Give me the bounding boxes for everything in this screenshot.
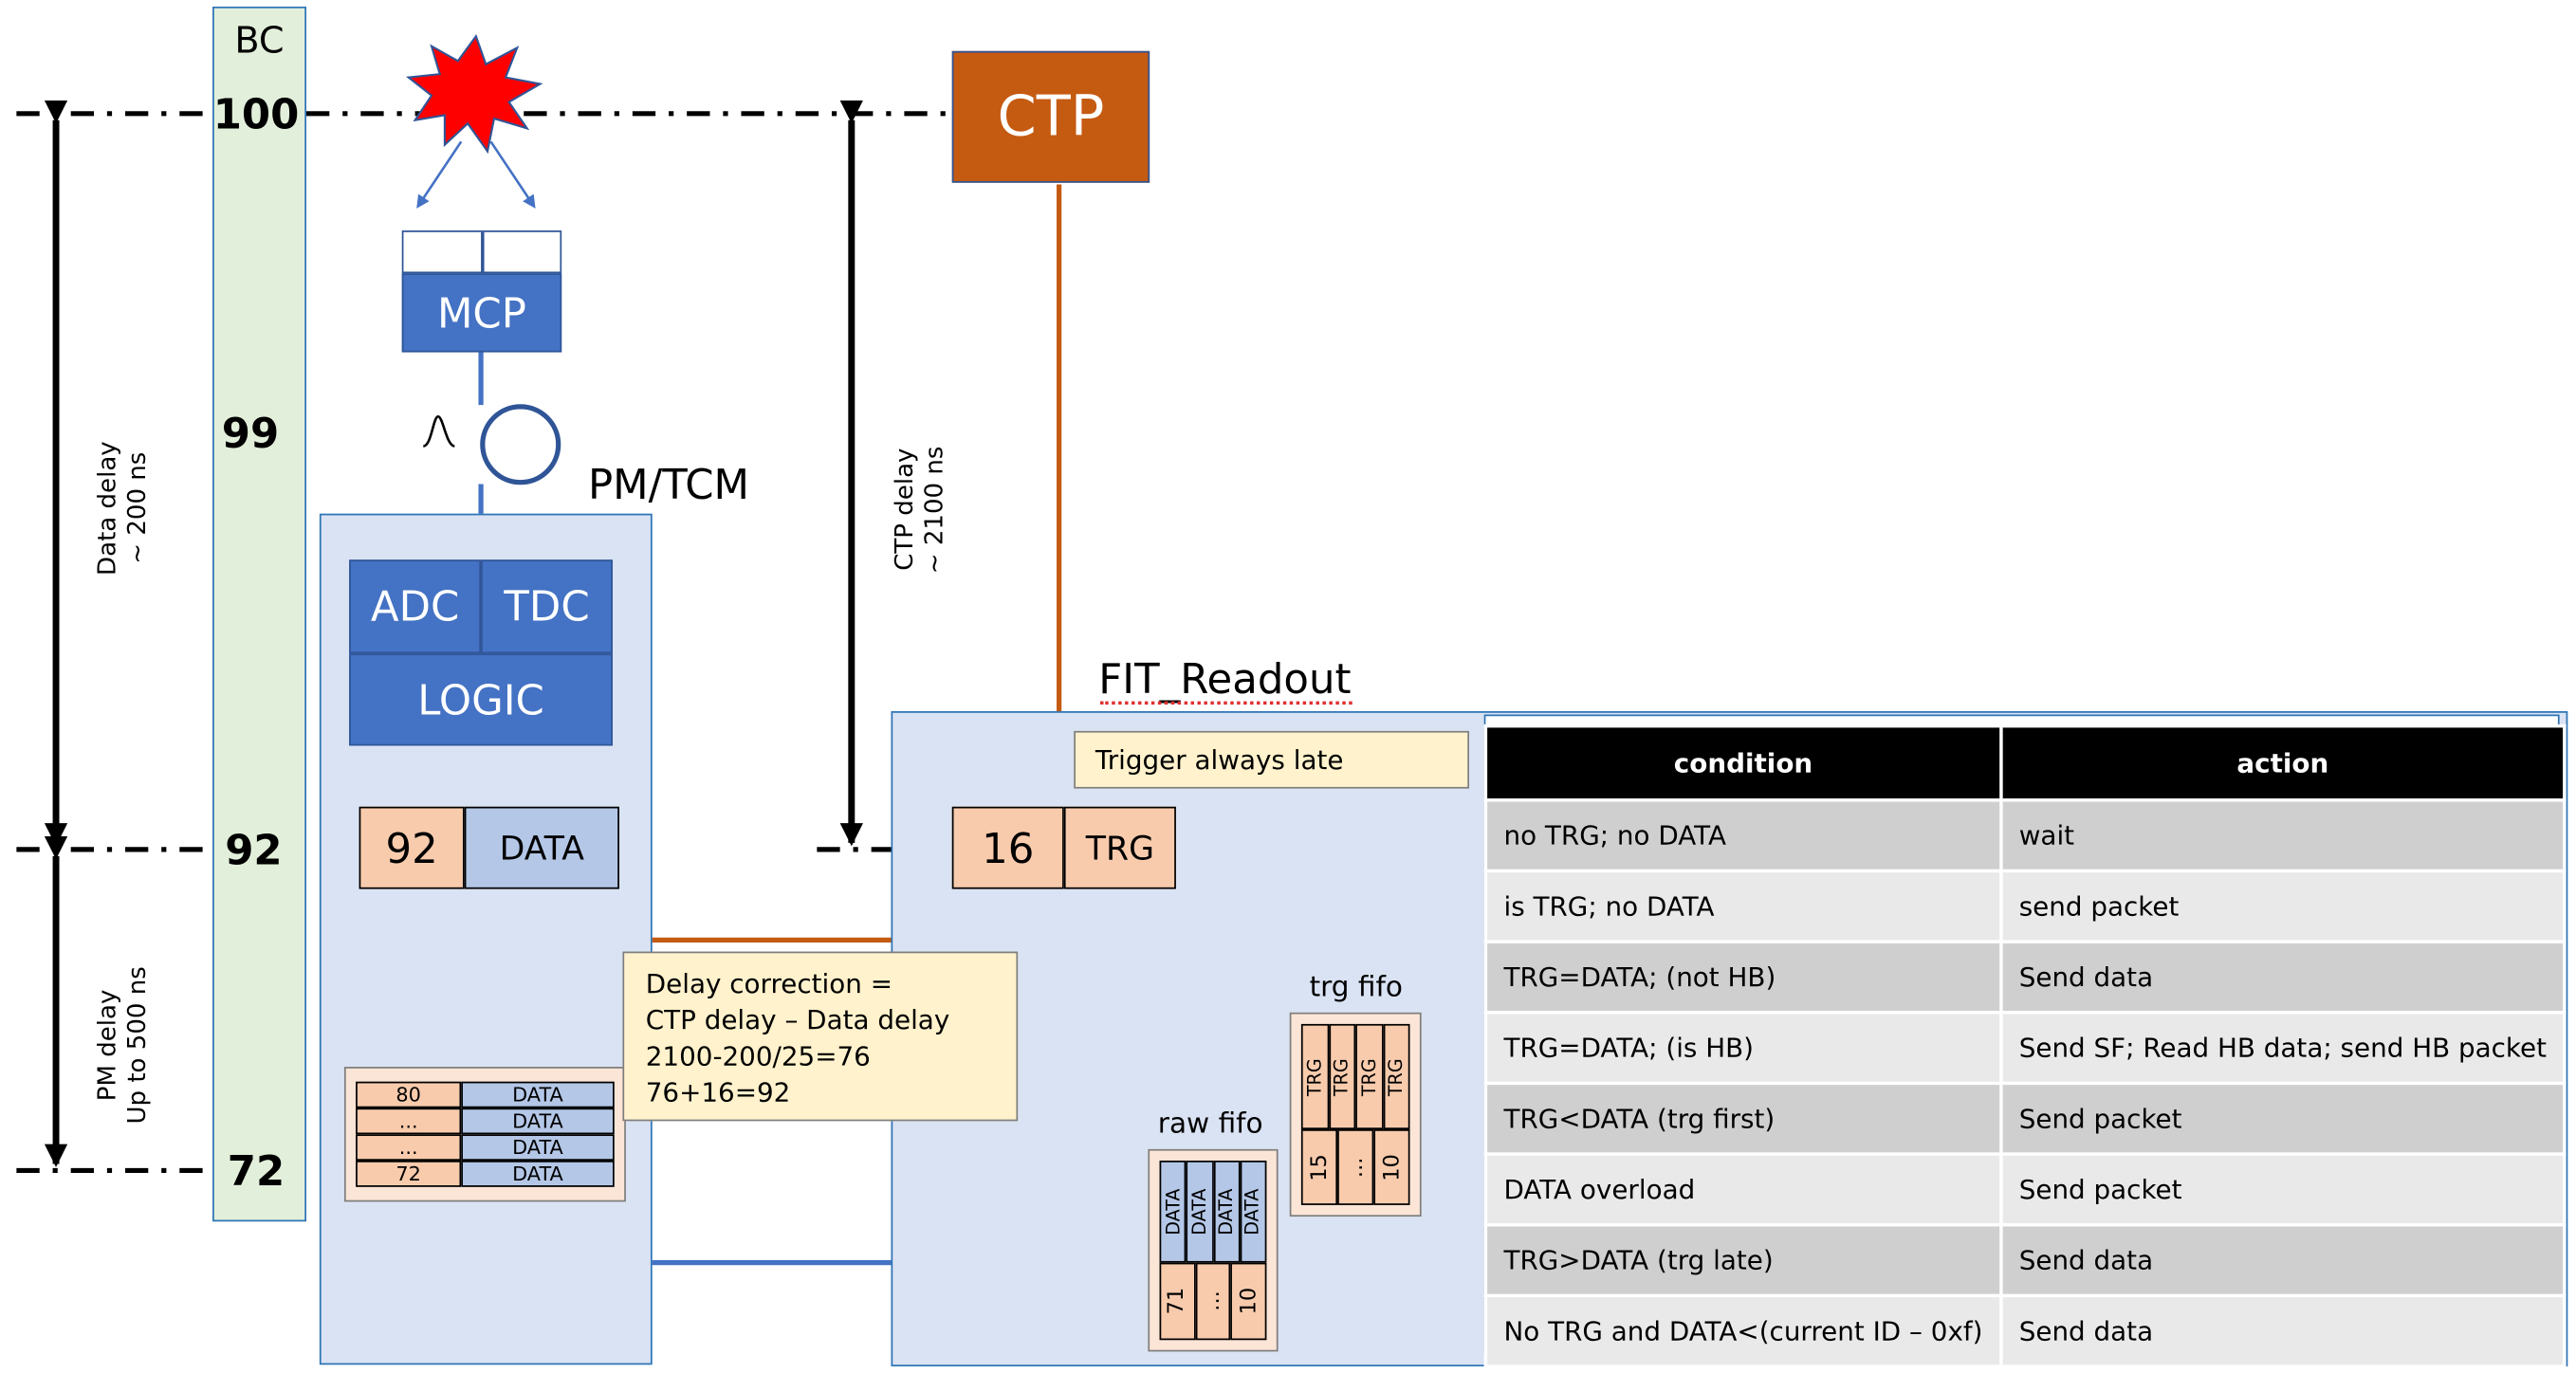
- trg-bc-value: 16: [951, 806, 1064, 889]
- trigger-note: Trigger always late: [1074, 730, 1470, 789]
- tdc-box: TDC: [481, 559, 614, 654]
- condition-cell: No TRG and DATA<(current ID – 0xf): [1483, 1293, 2003, 1368]
- condition-cell: is TRG; no DATA: [1483, 869, 2003, 943]
- bc-title: BC: [234, 20, 285, 63]
- bc-100: 100: [212, 89, 300, 137]
- pm-data-cell: DATA: [464, 806, 619, 889]
- trg-slot: TRG: [1331, 1057, 1353, 1096]
- delay-note-line: CTP delay – Data delay: [645, 1004, 950, 1036]
- adc-box: ADC: [349, 559, 482, 654]
- pm-bc-value: 92: [359, 806, 465, 889]
- pm-delay-label: PM delay Up to 500 ns: [92, 966, 152, 1125]
- table-row: TRG=DATA; (is HB)Send SF; Read HB data; …: [1483, 1011, 2567, 1086]
- pmt-circle-icon: [480, 404, 561, 485]
- action-cell: Send data: [1998, 1222, 2567, 1298]
- mcp-top-segment: [401, 230, 562, 274]
- buffer-id: 72: [356, 1161, 462, 1187]
- buffer-data: DATA: [461, 1161, 615, 1187]
- table-row: TRG<DATA (trg first)Send packet: [1483, 1081, 2567, 1156]
- buffer-data: DATA: [461, 1134, 615, 1162]
- action-cell: send packet: [1998, 869, 2567, 943]
- header-condition: condition: [1483, 723, 2003, 802]
- table-header-row: condition action: [1483, 723, 2567, 802]
- bc-99: 99: [221, 409, 280, 457]
- ctp-delay-label: CTP delay ~ 2100 ns: [889, 446, 949, 575]
- raw-fifo-bottom: 71 ... 10: [1159, 1262, 1267, 1341]
- raw-slot: DATA: [1242, 1188, 1264, 1236]
- ray-right: [489, 140, 536, 209]
- condition-cell: TRG<DATA (trg first): [1483, 1081, 2003, 1156]
- table-row: TRG=DATA; (not HB)Send data: [1483, 940, 2567, 1015]
- buffer-id: ...: [356, 1108, 462, 1135]
- spellcheck-underline: [1100, 701, 1352, 705]
- condition-cell: no TRG; no DATA: [1483, 798, 2003, 873]
- buffer-data: DATA: [461, 1081, 615, 1108]
- trg-id: 10: [1379, 1153, 1405, 1181]
- raw-id: 10: [1236, 1288, 1261, 1315]
- delay-note-line: Delay correction =: [645, 967, 892, 999]
- trg-slot: TRG: [1385, 1057, 1408, 1096]
- condition-cell: TRG=DATA; (not HB): [1483, 940, 2003, 1015]
- buffer-id: ...: [356, 1134, 462, 1162]
- pulse-icon: [422, 414, 455, 448]
- ray-left: [416, 140, 463, 209]
- trg-fifo-bottom: 15 ... 10: [1300, 1129, 1410, 1205]
- trg-slot: TRG: [1358, 1057, 1380, 1096]
- action-cell: Send data: [1998, 1293, 2567, 1368]
- header-action: action: [1998, 723, 2567, 802]
- raw-fifo-top: DATA DATA DATA DATA: [1159, 1161, 1267, 1263]
- action-cell: Send packet: [1998, 1081, 2567, 1156]
- buffer-row: ... DATA: [356, 1108, 615, 1135]
- action-cell: Send packet: [1998, 1152, 2567, 1227]
- trg-cell: TRG: [1063, 806, 1176, 889]
- mcp-divider: [481, 231, 484, 272]
- pm-buffer: 80 DATA ... DATA ... DATA 72 DATA: [343, 1067, 626, 1202]
- trg-fifo: TRG TRG TRG TRG 15 ... 10: [1289, 1012, 1422, 1217]
- raw-fifo-title: raw fifo: [1157, 1108, 1263, 1142]
- buffer-row: 80 DATA: [356, 1081, 615, 1108]
- bc-column: [212, 6, 307, 1222]
- condition-cell: DATA overload: [1483, 1152, 2003, 1227]
- trg-fifo-title: trg fifo: [1309, 971, 1403, 1005]
- explosion-icon: [406, 33, 543, 155]
- table-row: TRG>DATA (trg late)Send data: [1483, 1222, 2567, 1298]
- pm-title: PM/TCM: [587, 461, 749, 509]
- bc-72: 72: [227, 1146, 285, 1195]
- raw-id: ...: [1200, 1291, 1226, 1312]
- trg-id: 15: [1306, 1153, 1333, 1181]
- readout-title: FIT_Readout: [1098, 655, 1352, 704]
- bc-92: 92: [225, 825, 283, 874]
- condition-cell: TRG>DATA (trg late): [1483, 1222, 2003, 1298]
- trg-id: ...: [1343, 1157, 1369, 1178]
- condition-cell: TRG=DATA; (is HB): [1483, 1011, 2003, 1086]
- action-cell: wait: [1998, 798, 2567, 873]
- buffer-row: ... DATA: [356, 1134, 615, 1162]
- buffer-row: 72 DATA: [356, 1161, 615, 1187]
- raw-id: 71: [1165, 1288, 1190, 1315]
- raw-slot: DATA: [1188, 1188, 1211, 1236]
- delay-correction-note: Delay correction = CTP delay – Data dela…: [622, 951, 1019, 1122]
- action-cell: Send SF; Read HB data; send HB packet: [1998, 1011, 2567, 1086]
- raw-fifo: DATA DATA DATA DATA 71 ... 10: [1148, 1148, 1279, 1352]
- raw-slot: DATA: [1162, 1188, 1184, 1236]
- table-row: No TRG and DATA<(current ID – 0xf)Send d…: [1483, 1293, 2567, 1368]
- raw-slot: DATA: [1215, 1188, 1238, 1236]
- data-delay-label: Data delay ~ 200 ns: [92, 441, 152, 577]
- delay-note-line: 76+16=92: [645, 1076, 791, 1108]
- trg-fifo-top: TRG TRG TRG TRG: [1300, 1023, 1410, 1130]
- delay-note-line: 2100-200/25=76: [645, 1040, 871, 1072]
- trg-slot: TRG: [1303, 1057, 1326, 1096]
- logic-box: LOGIC: [349, 653, 614, 746]
- mcp-box: MCP: [401, 273, 562, 353]
- ctp-box: CTP: [951, 50, 1150, 183]
- buffer-id: 80: [356, 1081, 462, 1108]
- buffer-data: DATA: [461, 1108, 615, 1135]
- action-cell: Send data: [1998, 940, 2567, 1015]
